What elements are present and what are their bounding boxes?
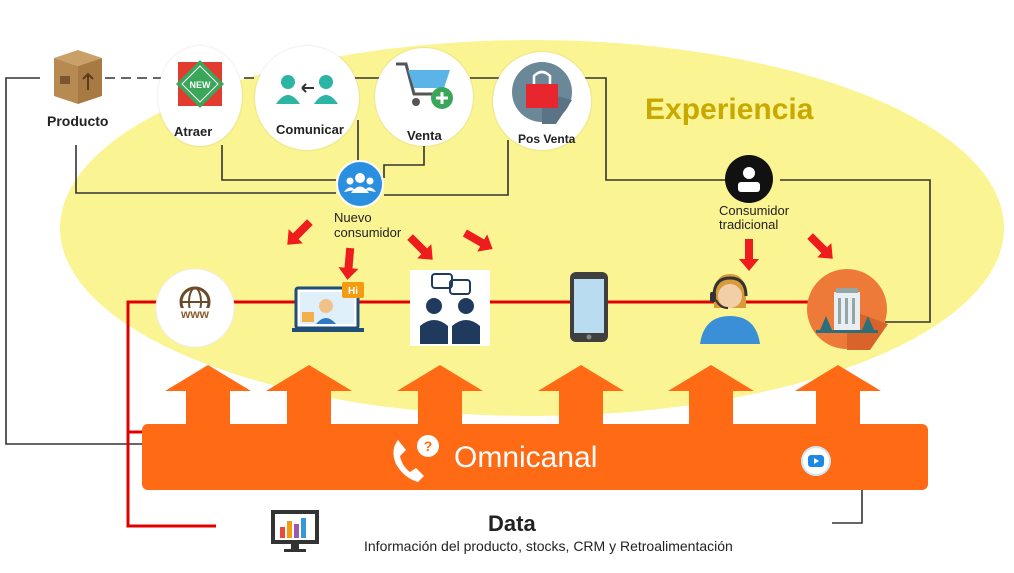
- two-people-chat-icon: [410, 270, 490, 346]
- new-badge-icon: NEW: [176, 60, 224, 108]
- omnichannel-arrows: [165, 365, 881, 426]
- phone-support-icon: ?: [393, 435, 439, 482]
- step-comunicar: [255, 46, 359, 150]
- new-badge-text: NEW: [190, 80, 212, 90]
- www-text: www: [180, 307, 210, 321]
- cart-add-icon: [396, 62, 453, 109]
- data-monitor-icon: [271, 510, 319, 552]
- up-arrow: [266, 365, 352, 426]
- up-arrow: [165, 365, 251, 426]
- svg-text:?: ?: [424, 438, 433, 454]
- step-label-atraer: Atraer: [174, 124, 213, 139]
- omnicanal-label: Omnicanal: [454, 441, 598, 474]
- video-chat-icon: Hi: [292, 282, 364, 332]
- video-play-icon[interactable]: [800, 445, 832, 477]
- consumidor-tradicional-line2: tradicional: [719, 217, 779, 232]
- people-communicate-icon: [276, 75, 338, 104]
- step-label-posventa: Pos Venta: [518, 132, 576, 146]
- consumidor-tradicional-line1: Consumidor: [719, 203, 790, 218]
- step-label-comunicar: Comunicar: [276, 122, 344, 137]
- omnicanal-bar: [142, 424, 928, 490]
- nuevo-consumidor-line2: consumidor: [334, 225, 402, 240]
- call-center-agent-icon: [700, 274, 760, 344]
- up-arrow: [795, 365, 881, 426]
- product-box-icon: [54, 50, 102, 104]
- data-title: Data: [488, 511, 536, 536]
- nuevo-consumidor-line1: Nuevo: [334, 210, 372, 225]
- step-posventa: [493, 52, 591, 150]
- smartphone-icon: [570, 272, 608, 342]
- up-arrow: [397, 365, 483, 426]
- bank-building-icon: [807, 269, 888, 350]
- product-label: Producto: [47, 113, 109, 129]
- step-atraer: NEW: [158, 46, 242, 146]
- experiencia-title: Experiencia: [645, 93, 814, 126]
- step-label-venta: Venta: [407, 128, 442, 143]
- hi-bubble-text: Hi: [348, 286, 358, 297]
- up-arrow: [668, 365, 754, 426]
- step-venta: [375, 48, 473, 146]
- up-arrow: [538, 365, 624, 426]
- pointer-arrows: [287, 219, 833, 280]
- web-globe-icon: www: [155, 268, 235, 348]
- person-icon: [725, 155, 773, 203]
- shopping-bag-icon: [512, 62, 572, 124]
- group-users-icon: [336, 160, 384, 208]
- data-subtitle: Información del producto, stocks, CRM y …: [364, 538, 733, 554]
